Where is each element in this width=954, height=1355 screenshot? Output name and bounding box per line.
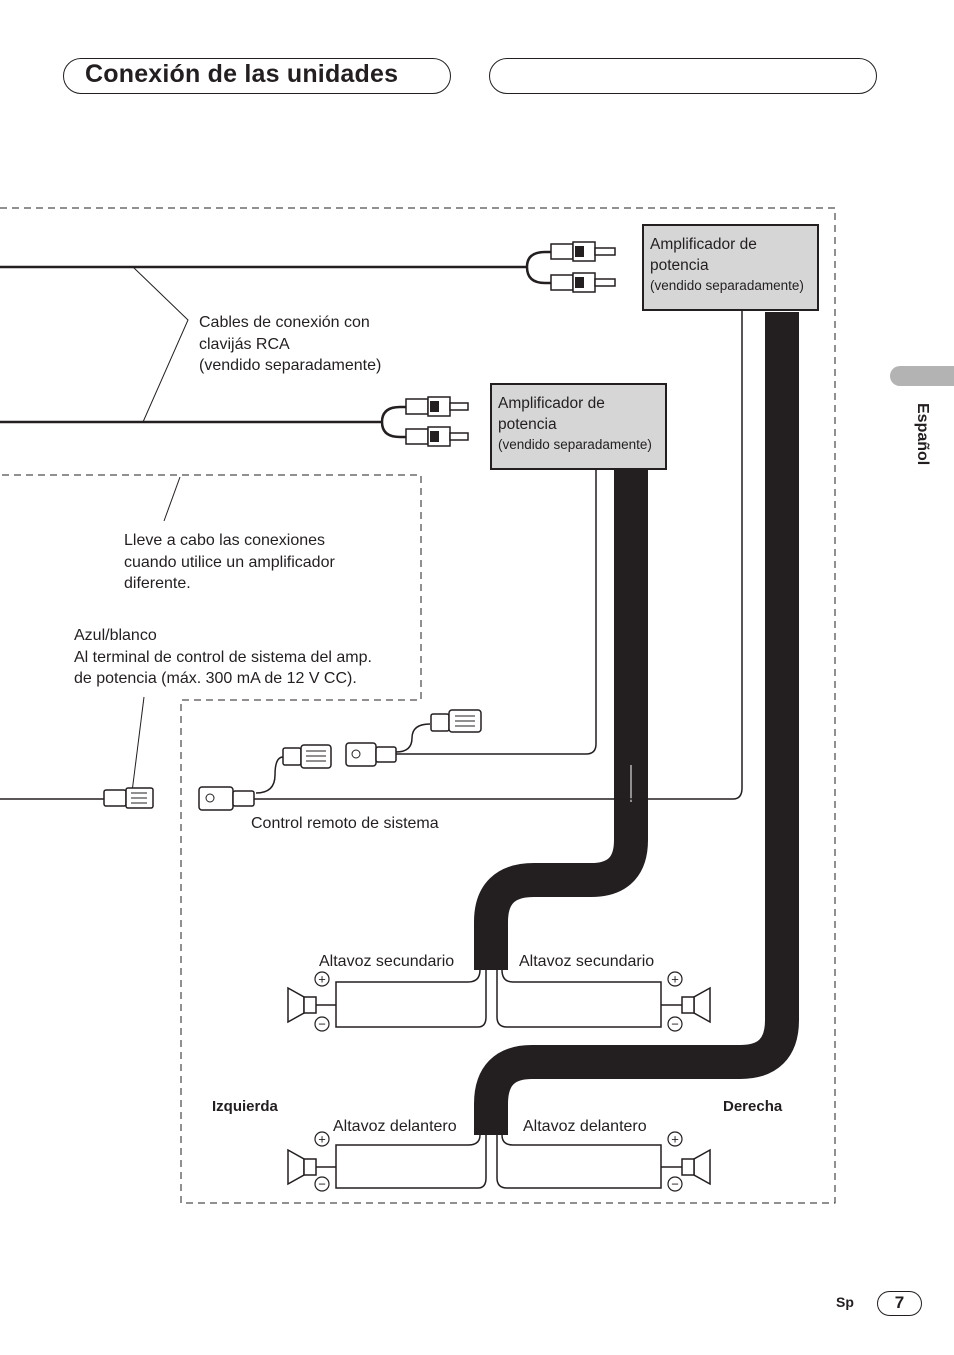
rear-harness: [474, 470, 648, 970]
system-remote-label: Control remoto de sistema: [251, 815, 439, 832]
amplifier-note: (vendido separadamente): [650, 278, 804, 293]
connector: [345, 742, 377, 767]
amplifier-title: Amplificador de: [498, 395, 605, 412]
minus-symbol: −: [671, 1177, 679, 1192]
connector: [198, 786, 234, 811]
amplifier-box-top: Amplificador de potencia (vendido separa…: [642, 224, 819, 311]
minus-symbol: −: [318, 1017, 326, 1032]
remote-wire-right: [254, 310, 743, 800]
speaker-icon: [693, 1148, 711, 1186]
left-side-label: Izquierda: [212, 1098, 278, 1115]
front-speaker-left-label: Altavoz delantero: [333, 1118, 457, 1135]
speaker-icon: [287, 986, 305, 1024]
plus-symbol: +: [318, 972, 326, 987]
rca-plug: [405, 428, 429, 445]
minus-icon: [667, 1176, 683, 1192]
blue-white-wire-label: Azul/blanco Al terminal de control de si…: [74, 627, 372, 687]
plus-icon: [314, 971, 330, 987]
connector: [430, 713, 450, 732]
amplifier-title: potencia: [498, 416, 557, 433]
minus-symbol: −: [318, 1177, 326, 1192]
rca-plug: [550, 274, 574, 291]
outer-dashed-frame: [0, 207, 836, 1204]
plus-icon: [314, 1131, 330, 1147]
amplifier-title: Amplificador de: [650, 236, 757, 253]
plus-icon: [667, 971, 683, 987]
plus-symbol: +: [318, 1132, 326, 1147]
language-tab: [890, 366, 954, 386]
rear-speaker-left-label: Altavoz secundario: [319, 953, 455, 970]
minus-icon: [314, 1176, 330, 1192]
rca-plug: [550, 243, 574, 260]
rca-plug: [405, 398, 429, 415]
connector: [103, 789, 127, 807]
plus-symbol: +: [671, 972, 679, 987]
plus-icon: [667, 1131, 683, 1147]
title-frame: [63, 58, 451, 94]
minus-icon: [314, 1016, 330, 1032]
language-code: Sp: [836, 1294, 854, 1310]
title-frame-right: [489, 58, 877, 94]
front-harness: [474, 312, 799, 1135]
minus-symbol: −: [671, 1017, 679, 1032]
page-number: 7: [877, 1291, 922, 1316]
front-speaker-right-label: Altavoz delantero: [523, 1118, 647, 1135]
amplifier-title: potencia: [650, 257, 709, 274]
connector: [282, 747, 302, 766]
amplifier-box-middle: Amplificador de potencia (vendido separa…: [490, 383, 667, 470]
speaker-icon: [287, 1148, 305, 1186]
right-side-label: Derecha: [723, 1098, 783, 1115]
language-label: Español: [914, 403, 931, 466]
amplifier-note: (vendido separadamente): [498, 437, 652, 452]
page-title: Conexión de las unidades: [85, 60, 399, 88]
rear-speaker-right-label: Altavoz secundario: [519, 953, 655, 970]
rca-cables-label: Cables de conexión con clavijás RCA (ven…: [199, 314, 382, 374]
minus-icon: [667, 1016, 683, 1032]
speaker-icon: [693, 986, 711, 1024]
different-amp-note: Lleve a cabo las conexiones cuando utili…: [124, 532, 335, 592]
plus-symbol: +: [671, 1132, 679, 1147]
